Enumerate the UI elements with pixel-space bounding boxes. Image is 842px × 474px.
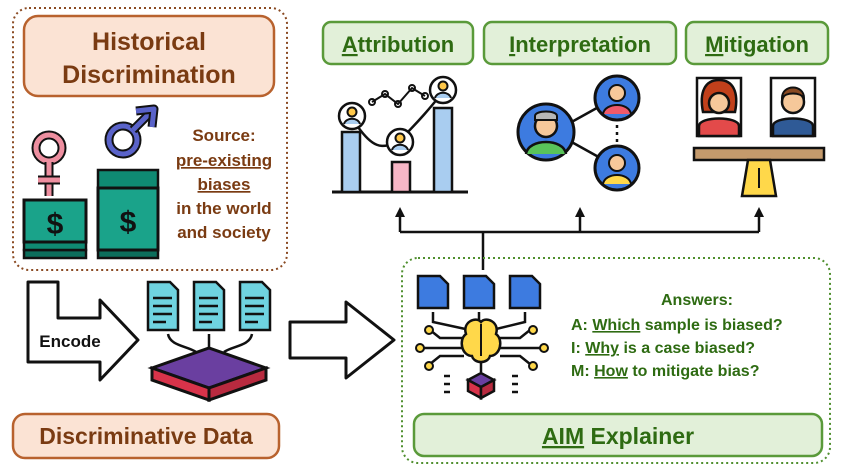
source-label: Source: (192, 126, 255, 145)
attribution-chart-icon (332, 75, 468, 194)
ai-processing-icon (415, 274, 549, 401)
money-stack-large-icon: $ (96, 168, 160, 260)
source-line4: and society (177, 223, 271, 242)
source-line2: biases (198, 175, 251, 194)
interpretation-box (482, 20, 678, 66)
historical-title-line1: Historical (92, 28, 206, 56)
svg-text:$: $ (47, 208, 64, 241)
mitigation-balance-icon (692, 76, 826, 198)
interpretation-network-icon (516, 74, 641, 192)
female-symbol-icon (31, 130, 67, 196)
attribution-label: Attribution (342, 32, 454, 57)
encode-arrow (26, 280, 140, 382)
encode-label: Encode (39, 332, 100, 351)
male-symbol-icon (104, 104, 159, 159)
flow-arrow (288, 300, 396, 380)
aim-explainer-label: AIM Explainer (542, 423, 694, 449)
aim-explainer-box (412, 412, 824, 458)
connector-lines (395, 207, 764, 270)
discriminative-data-box (11, 412, 281, 460)
interpretation-label: Interpretation (509, 32, 651, 57)
answer-attribution: A: Which sample is biased? (571, 317, 783, 334)
source-line1: pre-existing (176, 151, 272, 170)
historical-title-box (22, 14, 276, 98)
answer-interpretation: I: Why is a case biased? (571, 340, 755, 357)
answers-title: Answers: (661, 292, 733, 309)
answer-mitigation: M: How to mitigate bias? (571, 363, 759, 380)
mitigation-box (684, 20, 830, 66)
source-line3: in the world (176, 199, 271, 218)
attribution-box (321, 20, 475, 66)
svg-text:$: $ (120, 206, 137, 239)
money-stack-small-icon: $ (22, 198, 88, 260)
discriminative-data-label: Discriminative Data (39, 423, 253, 449)
historical-panel (12, 7, 288, 271)
mitigation-label: Mitigation (705, 32, 809, 57)
aim-explainer-panel (401, 257, 831, 464)
data-documents-icon (146, 280, 272, 403)
historical-title-line2: Discrimination (62, 61, 236, 89)
